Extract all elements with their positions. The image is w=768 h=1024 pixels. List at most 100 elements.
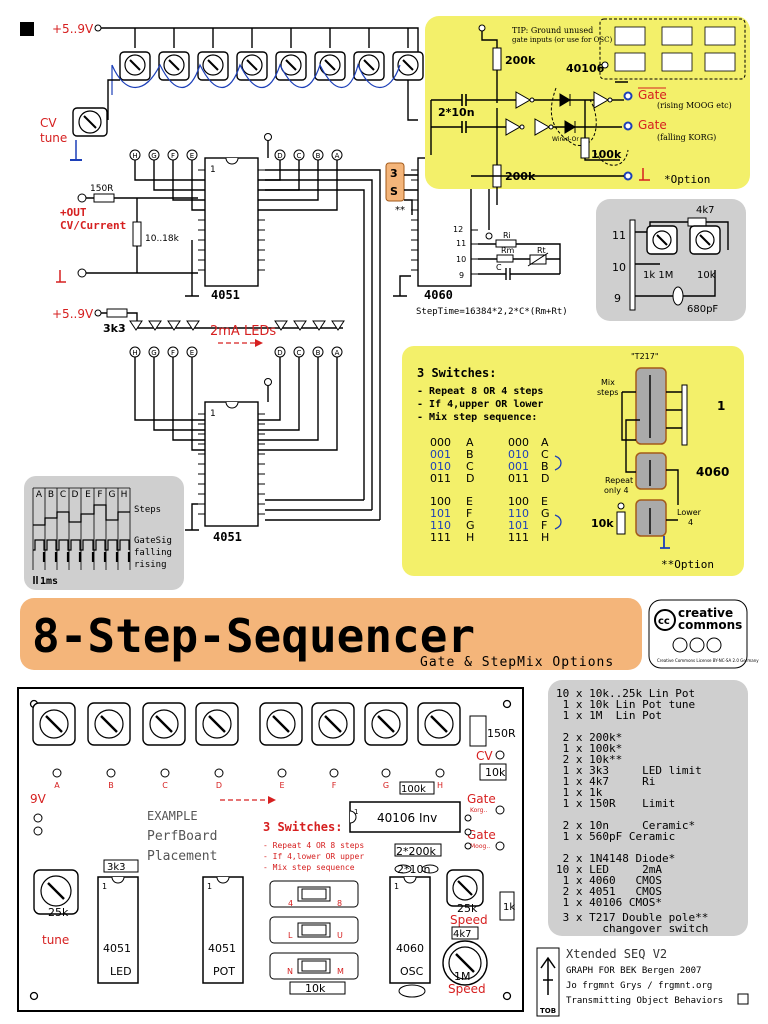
r3k3-label: 3k3 bbox=[103, 322, 126, 335]
svg-text:D: D bbox=[72, 490, 79, 500]
led-select-wires bbox=[265, 386, 380, 521]
svg-text:110: 110 bbox=[430, 519, 451, 532]
pb-r100k-label: 100k bbox=[401, 784, 426, 795]
r10-18k-label: 10..18k bbox=[145, 234, 180, 244]
perfboard-holes bbox=[29, 699, 512, 1001]
svg-text:E: E bbox=[190, 152, 194, 160]
t217-label: "T217" bbox=[631, 352, 659, 361]
repeat-only4-2: only 4 bbox=[604, 486, 629, 495]
r10-18k bbox=[132, 221, 142, 247]
switch-4060-label: 4060 bbox=[696, 465, 729, 479]
switch-r10k-label: 10k bbox=[591, 517, 614, 530]
bom-item: 1 x 3k3 LED limit bbox=[556, 764, 702, 777]
pb-cap-1 bbox=[394, 864, 412, 874]
svg-text:H: H bbox=[466, 531, 474, 544]
switch-heading: 3 Switches: bbox=[417, 366, 496, 380]
switch-3s bbox=[385, 162, 405, 202]
svg-text:4051: 4051 bbox=[103, 942, 131, 955]
out-jack bbox=[77, 193, 87, 203]
pb-r150-label: 150R bbox=[487, 727, 516, 740]
switch-line-1: - Repeat 8 OR 4 steps bbox=[417, 386, 543, 397]
r3k3 bbox=[106, 308, 128, 318]
bom-item: 3 x T217 Double pole** bbox=[556, 911, 708, 924]
led-row bbox=[129, 320, 345, 331]
pot-c bbox=[314, 28, 346, 81]
pb-9v-plus bbox=[33, 813, 43, 823]
svg-text:B: B bbox=[316, 349, 321, 357]
gate1-label: Gate bbox=[638, 88, 667, 102]
svg-text:110: 110 bbox=[508, 507, 529, 520]
gate2-label: Gate bbox=[638, 118, 667, 132]
pb-r1k bbox=[499, 891, 515, 921]
svg-text:E: E bbox=[85, 490, 91, 500]
svg-text:010: 010 bbox=[508, 448, 529, 461]
svg-text:111: 111 bbox=[430, 531, 451, 544]
gate-option-label: *Option bbox=[664, 173, 710, 186]
bom-item: 2 x 1N4148 Diode* bbox=[556, 852, 675, 865]
pb-cv-label: CV bbox=[476, 749, 493, 763]
cc-icon-text: cc bbox=[658, 616, 670, 627]
bom-item: 1 x 560pF Ceramic bbox=[556, 830, 675, 843]
svg-text:011: 011 bbox=[430, 472, 451, 485]
osc-pin-10: 10 bbox=[612, 261, 626, 274]
pb-r1k-label: 1k bbox=[503, 902, 515, 913]
osc-r4k7 bbox=[687, 217, 707, 227]
svg-text:B: B bbox=[48, 490, 54, 500]
svg-text:C: C bbox=[466, 460, 474, 473]
cc-nc-icon bbox=[689, 637, 705, 653]
svg-text:9: 9 bbox=[459, 271, 464, 280]
gnd-4051-bottom bbox=[185, 503, 199, 531]
pot-a bbox=[392, 28, 424, 81]
lower4-2: 4 bbox=[688, 518, 693, 527]
banner-subtitle: Gate & StepMix Options bbox=[420, 655, 614, 670]
r100k bbox=[580, 137, 590, 159]
r150-label: 150R bbox=[90, 184, 113, 194]
svg-text:G: G bbox=[109, 490, 116, 500]
pb-r10k bbox=[479, 763, 507, 781]
svg-text:B: B bbox=[316, 152, 321, 160]
pb-gate-moog-sub: Moog.. bbox=[470, 843, 490, 850]
pb-cap-680 bbox=[398, 984, 426, 998]
gate-gnd-symbol bbox=[639, 168, 650, 181]
ground-wire-left bbox=[107, 79, 120, 120]
led-supply-terminal bbox=[94, 309, 102, 317]
vcc-marker-bottom bbox=[264, 378, 272, 386]
svg-text:G: G bbox=[466, 519, 475, 532]
gate-gnd-jack bbox=[623, 171, 633, 181]
svg-text:8: 8 bbox=[337, 899, 342, 908]
pb-r100k bbox=[399, 781, 435, 795]
switch-s: S bbox=[390, 185, 398, 198]
svg-text:D: D bbox=[277, 152, 282, 160]
repeat-only4-1: Repeat bbox=[605, 476, 633, 485]
svg-text:F: F bbox=[97, 490, 102, 500]
gnd-4060 bbox=[393, 275, 411, 297]
bom-item: 2 x 10n Ceramic* bbox=[556, 819, 695, 832]
tune-label: tune bbox=[40, 131, 67, 145]
svg-text:000: 000 bbox=[508, 436, 529, 449]
pb-gate-moog: Gate bbox=[467, 828, 496, 842]
chip-4051-bottom: 1 bbox=[198, 401, 265, 527]
tip-line-2: gate inputs (or use for OSC) bbox=[512, 36, 612, 44]
timing-box bbox=[24, 476, 184, 590]
switch-line-3: - Mix step sequence: bbox=[417, 411, 537, 423]
pb-r10k-bottom-label: 10k bbox=[305, 982, 326, 995]
pb-cap-label: 2*10n bbox=[397, 863, 430, 876]
t217-switch-1 bbox=[635, 367, 667, 445]
pb-example: EXAMPLE bbox=[147, 809, 198, 823]
hex-inverter-gates bbox=[614, 26, 736, 72]
timing-steps-label: Steps bbox=[134, 505, 161, 515]
chip-4051-bottom-label: 4051 bbox=[213, 530, 242, 544]
gatesig-rising: rising bbox=[134, 560, 167, 570]
led-mux-left bbox=[134, 357, 205, 451]
bom-item: 10 x 10k..25k Lin Pot bbox=[556, 687, 695, 700]
supply-terminal bbox=[94, 24, 102, 32]
switch-vcc bbox=[617, 502, 625, 510]
r200k-a bbox=[492, 47, 502, 71]
wired-or-label: Wired-Or bbox=[552, 136, 579, 143]
pb-cap-2 bbox=[421, 864, 439, 874]
select-bus bbox=[265, 169, 381, 520]
gnd-jack bbox=[77, 268, 87, 278]
svg-text:10: 10 bbox=[456, 255, 466, 264]
switch-star: ** bbox=[395, 205, 405, 216]
